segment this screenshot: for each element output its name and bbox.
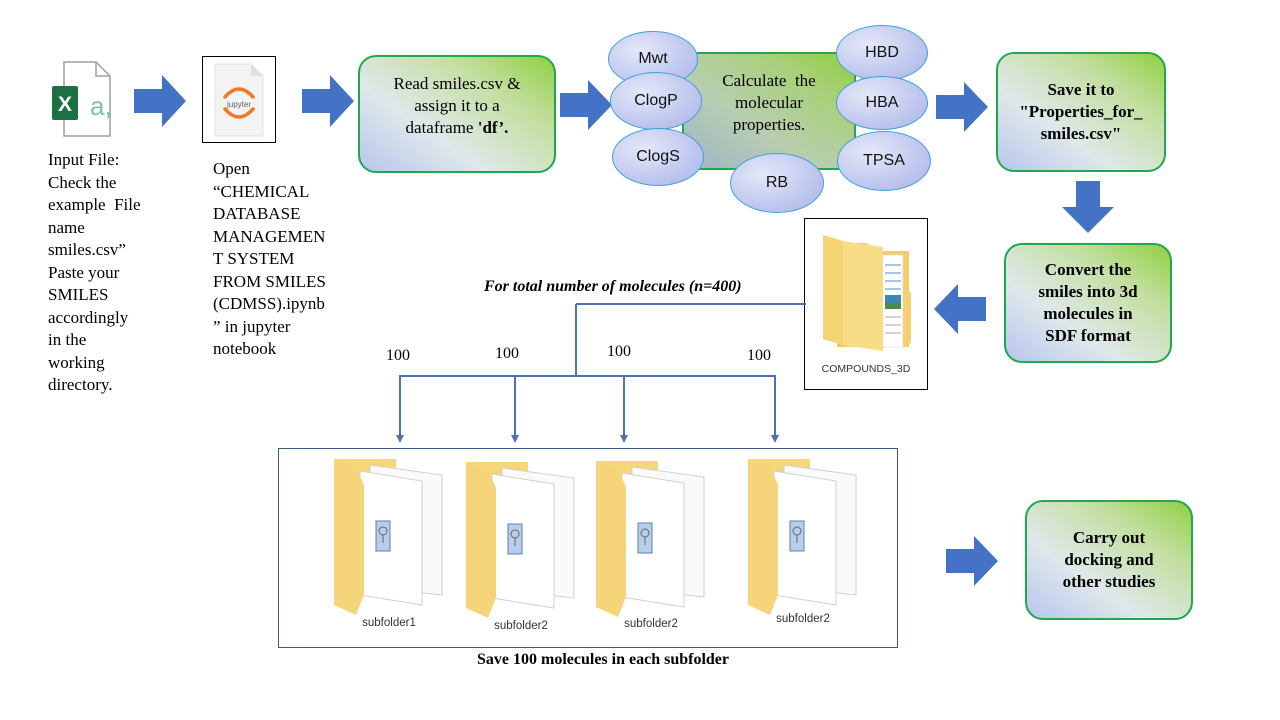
arrowhead bbox=[396, 435, 404, 443]
property-label: HBD bbox=[865, 44, 899, 61]
text-line: name bbox=[48, 217, 85, 237]
property-label: RB bbox=[765, 174, 789, 191]
property-label: Mwt bbox=[638, 50, 668, 67]
svg-text:a,: a, bbox=[90, 91, 112, 121]
text-line: properties. bbox=[732, 115, 806, 134]
text-line: working bbox=[48, 352, 105, 372]
flow-arrow-right-4 bbox=[936, 82, 988, 132]
flow-arrow-right-3 bbox=[560, 80, 612, 130]
open-notebook-description: Open “CHEMICAL DATABASE MANAGEMEN T SYST… bbox=[213, 158, 333, 361]
text-line: T SYSTEM bbox=[213, 249, 295, 268]
jupyter-icon-label: jupyter bbox=[226, 100, 251, 109]
text-line: Check the bbox=[48, 172, 117, 192]
subfolder-item[interactable]: subfolder1 bbox=[326, 455, 452, 635]
input-file-description: Input File: Check the example File name … bbox=[48, 149, 158, 397]
subfolder-item[interactable]: subfolder2 bbox=[458, 458, 584, 638]
property-label: TPSA bbox=[863, 152, 905, 169]
text-line: assign it to a bbox=[414, 96, 500, 115]
arrowhead bbox=[771, 435, 779, 443]
text-line: example File bbox=[48, 195, 141, 214]
property-label: HBA bbox=[865, 94, 899, 111]
text-line: "Properties_for_ bbox=[1019, 102, 1143, 121]
folder-icon bbox=[748, 459, 857, 615]
flow-arrow-right-2 bbox=[302, 75, 354, 127]
text-line: Convert the bbox=[1044, 260, 1132, 279]
property-label: ClogP bbox=[634, 92, 678, 109]
text-line: Carry out bbox=[1072, 528, 1146, 547]
arrowhead bbox=[620, 435, 628, 443]
excel-csv-file-icon: X a, bbox=[50, 60, 114, 138]
flow-arrow-right-1 bbox=[134, 75, 186, 127]
flow-arrow-right-5 bbox=[946, 536, 998, 586]
text-line: DATABASE bbox=[213, 204, 301, 223]
folder-icon bbox=[466, 462, 575, 618]
subfolder-label: subfolder2 bbox=[624, 618, 678, 630]
flow-arrow-left bbox=[934, 284, 986, 334]
read-csv-box: Read smiles.csv & assign it to a datafra… bbox=[358, 55, 556, 173]
text-line: smiles.csv" bbox=[1040, 124, 1122, 143]
jupyter-notebook-frame: jupyter bbox=[202, 56, 276, 143]
text-line: FROM SMILES bbox=[213, 271, 326, 291]
subfolders-caption: Save 100 molecules in each subfolder bbox=[477, 651, 729, 668]
text-line: Read smiles.csv & bbox=[393, 74, 521, 93]
svg-text:X: X bbox=[58, 93, 72, 116]
subfolder-label: subfolder2 bbox=[776, 613, 830, 625]
calculate-properties-box: Calculate the molecular properties. bbox=[682, 52, 856, 170]
text-line: (CDMSS).ipynb bbox=[213, 294, 325, 313]
compounds-3d-label: COMPOUNDS_3D bbox=[821, 363, 911, 375]
text-line: ” in jupyter bbox=[213, 316, 291, 336]
text-line: SDF format bbox=[1045, 326, 1131, 345]
flow-arrow-down bbox=[1062, 181, 1114, 233]
text-line: directory. bbox=[48, 375, 113, 394]
split-count-4: 100 bbox=[747, 347, 771, 364]
subfolder-label: subfolder2 bbox=[494, 620, 548, 632]
subfolder-label: subfolder1 bbox=[362, 617, 416, 629]
text-line: smiles.csv” bbox=[48, 240, 126, 259]
text-line: Calculate the bbox=[722, 71, 816, 90]
arrowhead bbox=[511, 435, 519, 443]
folder-with-documents-icon bbox=[823, 235, 911, 351]
text-line: Input File: bbox=[48, 150, 120, 169]
text-line: molecular bbox=[735, 93, 803, 112]
dataframe-name: 'df’. bbox=[477, 118, 509, 137]
folder-icon bbox=[596, 461, 705, 617]
docking-box: Carry out docking and other studies bbox=[1025, 500, 1193, 620]
text-line: accordingly bbox=[48, 307, 129, 327]
split-count-3: 100 bbox=[607, 343, 631, 360]
compounds-3d-folder-frame: COMPOUNDS_3D bbox=[804, 218, 928, 390]
property-hbd: HBD bbox=[836, 25, 928, 81]
property-hba: HBA bbox=[836, 76, 928, 130]
split-count-2: 100 bbox=[495, 345, 519, 362]
text-line: MANAGEMEN bbox=[213, 226, 326, 246]
text-line: smiles into 3d bbox=[1038, 282, 1138, 301]
property-rb: RB bbox=[730, 153, 824, 213]
jupyter-notebook-icon: jupyter bbox=[213, 63, 265, 137]
text-line: Save it to bbox=[1047, 80, 1115, 99]
folder-icon bbox=[334, 459, 443, 615]
text-line: Paste your bbox=[48, 262, 120, 282]
convert-3d-box: Convert the smiles into 3d molecules in … bbox=[1004, 243, 1172, 363]
save-properties-box: Save it to "Properties_for_ smiles.csv" bbox=[996, 52, 1166, 172]
property-label: ClogS bbox=[636, 148, 680, 165]
subfolder-item[interactable]: subfolder2 bbox=[740, 455, 866, 635]
split-title: For total number of molecules (n=400) bbox=[484, 278, 742, 295]
text-line: docking and bbox=[1064, 550, 1154, 569]
property-tpsa: TPSA bbox=[837, 131, 931, 191]
property-clogs: ClogS bbox=[612, 128, 704, 186]
subfolder-item[interactable]: subfolder2 bbox=[588, 457, 714, 637]
text-line: SMILES bbox=[48, 285, 109, 304]
text-line: notebook bbox=[213, 339, 277, 358]
split-count-1: 100 bbox=[386, 347, 410, 364]
property-clogp: ClogP bbox=[610, 72, 702, 130]
text-line: dataframe bbox=[405, 118, 478, 137]
text-line: in the bbox=[48, 330, 87, 349]
text-line: molecules in bbox=[1043, 304, 1133, 323]
text-line: Open bbox=[213, 159, 250, 178]
text-line: “CHEMICAL bbox=[213, 181, 310, 201]
text-line: other studies bbox=[1062, 572, 1156, 591]
